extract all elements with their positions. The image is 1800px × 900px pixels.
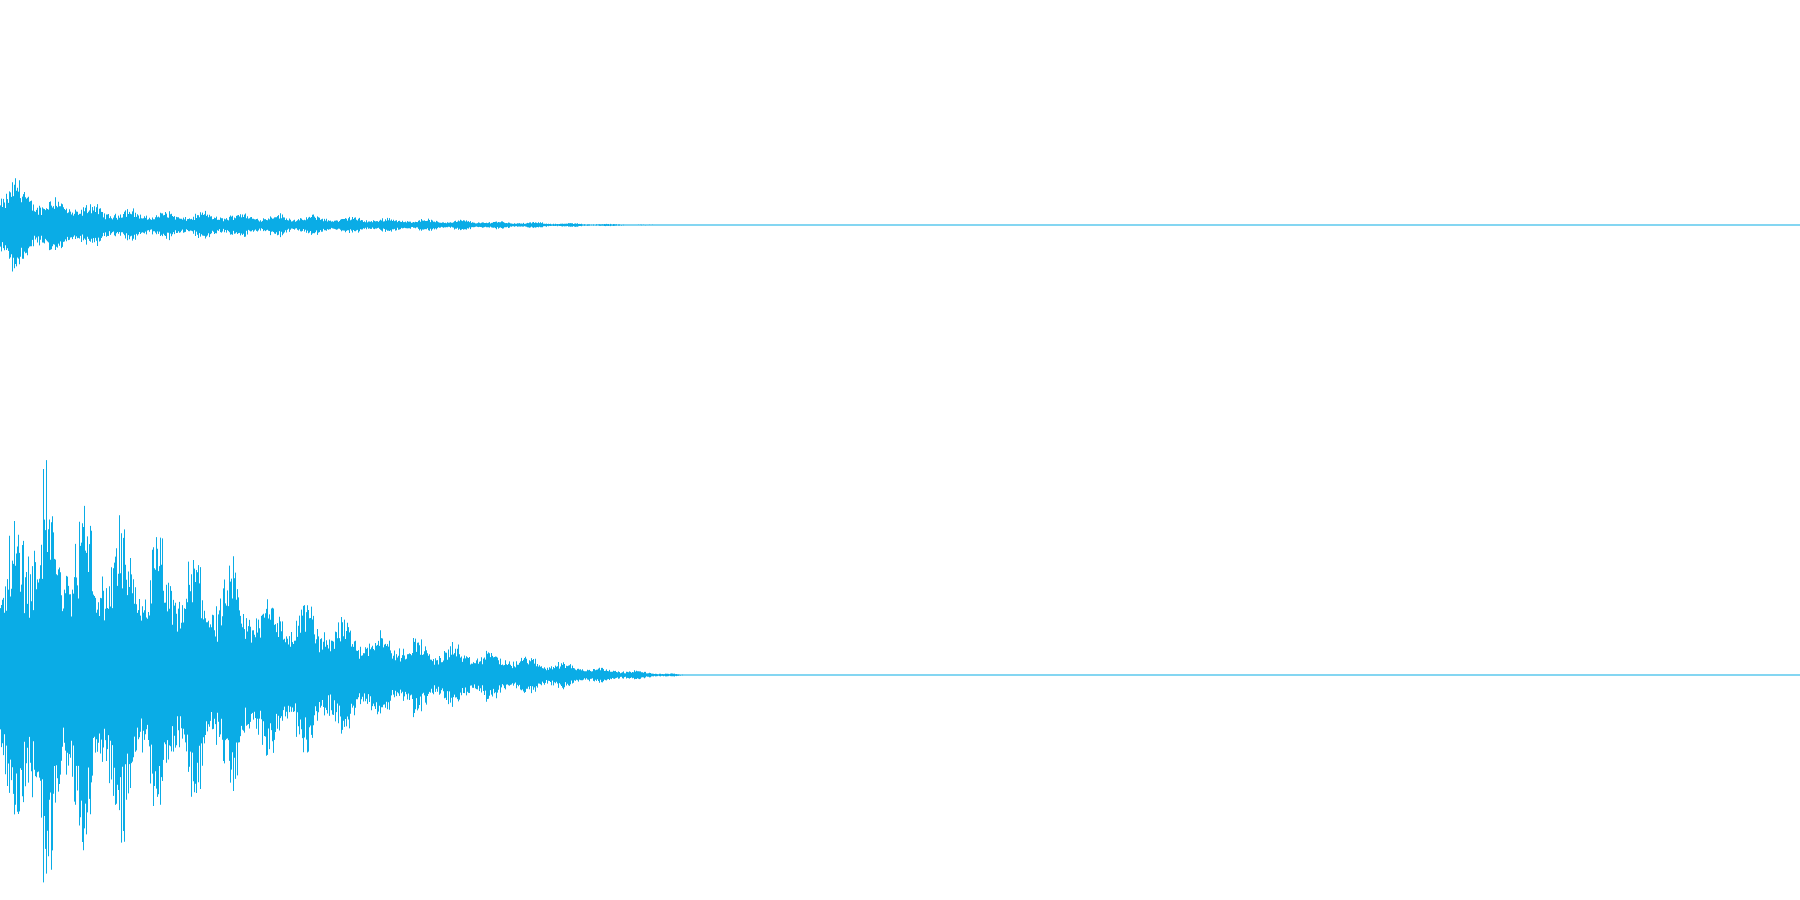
waveform-signal (0, 178, 683, 272)
waveform-signal (0, 460, 692, 883)
waveform-channel-2 (0, 460, 1800, 883)
waveform-channel-1 (0, 178, 1800, 272)
